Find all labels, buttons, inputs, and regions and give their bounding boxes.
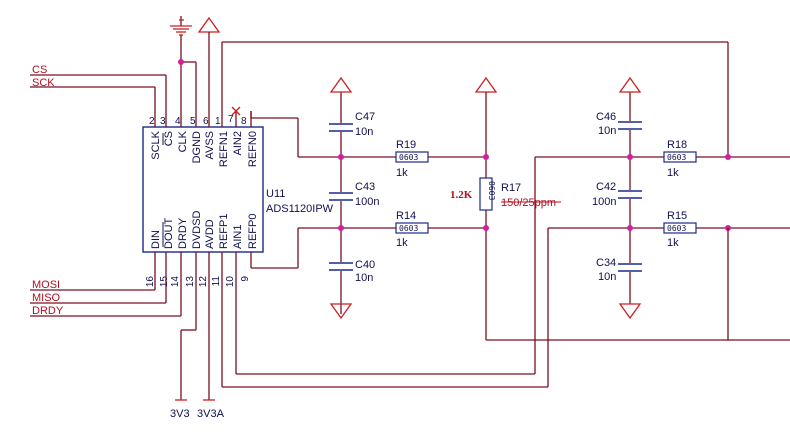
r18-value: 1k: [667, 167, 679, 179]
pin-name-dvdsd: DVDSD: [191, 210, 203, 249]
c40-ref: C40: [355, 259, 375, 271]
net-label-drdy: DRDY: [32, 305, 64, 317]
r15-package: 0603: [667, 224, 686, 233]
agnd-triangle-top: [197, 16, 221, 33]
agnd-triangle-c34: [618, 303, 642, 320]
pin-name-dout: DOUT: [163, 218, 175, 249]
c46-value: 10n: [598, 125, 616, 137]
pin-name-ain2: AIN2: [232, 131, 244, 155]
r19-value: 1k: [396, 167, 408, 179]
r17-package: 0603: [487, 181, 496, 200]
c43-ref: C43: [355, 181, 375, 193]
junction-c47-c43: [338, 154, 344, 160]
r19-package: 0603: [399, 153, 418, 162]
pin-num-top-2: 2: [149, 116, 155, 127]
r17-body: [479, 177, 493, 211]
pin-name-refp1: REFP1: [218, 214, 230, 249]
pin-num-top-7: 7: [228, 114, 234, 125]
pin-num-bottom-13: 13: [185, 276, 196, 288]
pin-num-top-1: 1: [215, 116, 221, 127]
pin-name-clk: CLK: [177, 130, 189, 152]
pin-name-din: DIN: [150, 230, 162, 249]
c40-value: 10n: [355, 272, 373, 284]
pin-name-dgnd: DGND: [191, 131, 203, 163]
junction-gnd: [178, 59, 184, 65]
r15-value: 1k: [667, 237, 679, 249]
agnd-triangle-c46: [618, 76, 642, 93]
junction-c42-c34: [627, 225, 633, 231]
c47-value: 10n: [355, 126, 373, 138]
junction-r18-refn1: [725, 154, 731, 160]
junction-c46-c42: [627, 154, 633, 160]
r15-ref: R15: [667, 210, 687, 222]
agnd-triangle-c40: [329, 303, 353, 320]
r15-body: [663, 222, 697, 234]
r18-package: 0603: [667, 153, 686, 162]
pin-name-refn1: REFN1: [218, 131, 230, 167]
pin-name-refn0: REFN0: [247, 131, 259, 167]
pin-num-top-6: 6: [203, 116, 209, 127]
net-label-sck: SCK: [32, 77, 55, 89]
pin-name-cs: CS: [163, 131, 175, 146]
r19-ref: R19: [396, 139, 416, 151]
pin-num-bottom-14: 14: [170, 276, 181, 288]
r17-ref: R17: [501, 182, 521, 194]
ground-symbol: [170, 16, 192, 36]
pin-num-bottom-10: 10: [225, 276, 236, 288]
r17-spec: 150/25ppm: [501, 197, 556, 209]
ic-bottom-pin-legs: [154, 252, 252, 268]
agnd-triangle-r17: [474, 76, 498, 93]
c34-ref: C34: [596, 257, 616, 269]
c42-value: 100n: [592, 196, 616, 208]
pin-num-bottom-11: 11: [211, 276, 222, 287]
r14-value: 1k: [396, 237, 408, 249]
r14-ref: R14: [396, 210, 416, 222]
junction-r17-bottom: [483, 225, 489, 231]
pin-num-bottom-15: 15: [159, 276, 170, 288]
r18-ref: R18: [667, 139, 687, 151]
c42-ref: C42: [596, 181, 616, 193]
pin-num-top-8: 8: [241, 116, 247, 127]
pin-num-bottom-9: 9: [240, 276, 251, 282]
supply-label-3v3a: 3V3A: [197, 408, 225, 420]
ic-ref-label: U11: [266, 188, 285, 200]
pin-name-avdd: AVDD: [204, 219, 216, 249]
r14-package: 0603: [399, 224, 418, 233]
net-label-cs: CS: [32, 64, 47, 76]
pin-num-bottom-12: 12: [198, 276, 209, 288]
pin-num-top-3: 3: [160, 116, 166, 127]
c46-ref: C46: [596, 111, 616, 123]
c34-value: 10n: [598, 271, 616, 283]
pin-num-bottom-16: 16: [145, 276, 156, 288]
pin-name-ain1: AIN1: [232, 225, 244, 249]
junction-c43-c40: [338, 225, 344, 231]
agnd-triangle-c47: [329, 76, 353, 93]
c43-value: 100n: [355, 196, 379, 208]
pin-name-drdy: DRDY: [177, 217, 189, 249]
r18-body: [663, 151, 697, 163]
pin-name-refp0: REFP0: [247, 214, 259, 249]
pin-name-sclk: SCLK: [150, 130, 162, 159]
junction-r17-top: [483, 154, 489, 160]
c47-gap: [328, 123, 354, 132]
pin-num-top-5: 5: [190, 116, 196, 127]
pin-name-avss: AVSS: [204, 131, 216, 160]
net-label-mosi: MOSI: [32, 279, 60, 291]
r17-value: 1.2K: [450, 189, 473, 201]
c47-ref: C47: [355, 111, 375, 123]
net-label-miso: MISO: [32, 292, 61, 304]
ic-part-label: ADS1120IPW: [266, 203, 334, 215]
supply-label-3v3: 3V3: [170, 408, 190, 420]
pin-num-top-4: 4: [175, 116, 181, 127]
